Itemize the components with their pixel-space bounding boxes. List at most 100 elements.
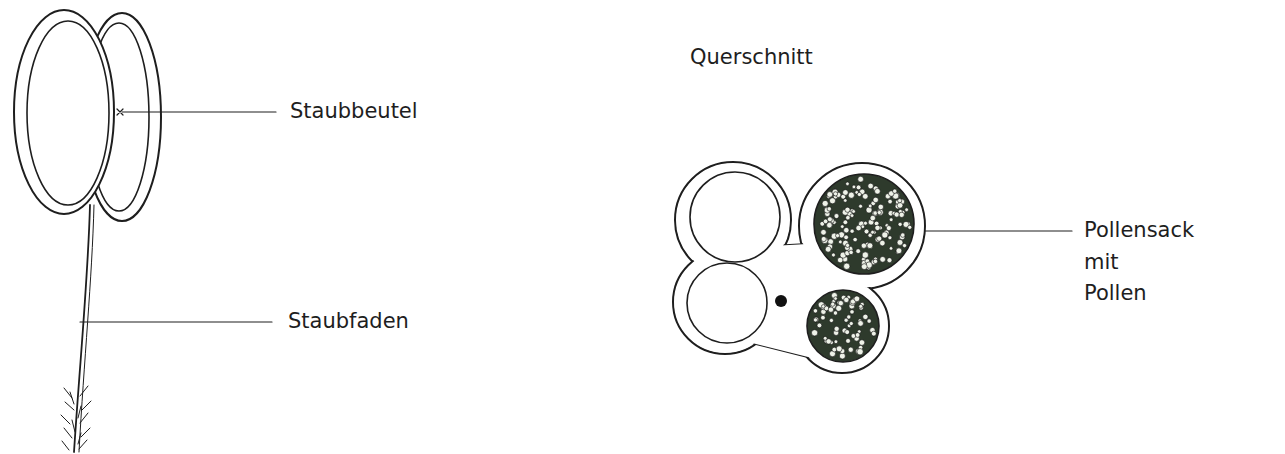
pollen-grain (823, 219, 828, 224)
pollen-grain (814, 317, 819, 322)
pollen-grain (817, 323, 822, 328)
pollen-grain (861, 243, 866, 248)
pollen-grain (852, 185, 856, 189)
pollen-grain (905, 208, 909, 212)
pollen-grain (897, 203, 903, 209)
pollen-grain (898, 222, 902, 226)
pollen-grain (862, 252, 868, 258)
pollen-grain (850, 310, 854, 314)
part-label: Staubfaden (288, 306, 409, 338)
pollen-grain (889, 247, 893, 251)
pollen-grain (888, 199, 893, 204)
pollen-grain (845, 330, 850, 335)
pollen-grain (826, 339, 831, 344)
pollen-grain (878, 204, 884, 210)
pollen-grain (902, 243, 906, 247)
pollen-grain (846, 182, 850, 186)
pollen-grain (870, 215, 876, 221)
section-title: Querschnitt (690, 42, 813, 74)
pollen-grain (855, 333, 860, 338)
pollen-grain (886, 226, 891, 231)
pollen-grain (836, 346, 842, 352)
pollen-grain (838, 300, 843, 305)
pollen-grain (871, 216, 876, 221)
pollen-grain (867, 243, 873, 249)
pollen-grain (859, 204, 863, 208)
leader-line (122, 111, 276, 112)
part-label: Staubbeutel (290, 96, 418, 128)
pollen-grain (845, 243, 849, 247)
pollen-grain (843, 220, 848, 225)
pollen-grain (821, 229, 827, 235)
pollen-grain (822, 237, 828, 243)
pollen-grain (833, 192, 837, 196)
pollen-grain (856, 225, 862, 231)
pollen-grain (862, 193, 868, 199)
pollen-grain (848, 192, 854, 198)
pollen-grain (834, 340, 838, 344)
pollen-grain (843, 190, 849, 196)
pollen-grain (882, 232, 888, 238)
pollen-grain (854, 296, 860, 302)
pollen-grain (880, 257, 886, 263)
pollen-grain (873, 197, 879, 203)
pollen-grain (834, 214, 839, 219)
pollen-grain (852, 210, 856, 214)
pollen-grain (859, 304, 863, 308)
pollen-grain (834, 326, 839, 331)
pollen-grain (856, 185, 861, 190)
pollen-grain (827, 207, 831, 211)
pollen-grain (822, 200, 828, 206)
filament-edge (79, 205, 94, 452)
pollen-grain (875, 225, 880, 230)
pollen-grain (838, 240, 842, 244)
pollen-grain (844, 227, 849, 232)
pollen-grain (836, 305, 842, 311)
pollen-grain (837, 257, 843, 263)
pollen-grain (829, 198, 835, 204)
vascular-bundle (775, 295, 787, 307)
anther-lobe-inner (27, 21, 109, 205)
pollen-grain (825, 246, 831, 252)
pollen-grain (844, 263, 850, 269)
pollen-grain (868, 183, 874, 189)
pollen-grain (873, 211, 877, 215)
pollen-grain (843, 199, 847, 203)
pollen-grain (821, 305, 825, 309)
pollen-grain (861, 264, 867, 270)
pollen-grain (818, 302, 824, 308)
pollen-grain (813, 309, 817, 313)
pollen-grain (833, 311, 837, 315)
pollen-grain (831, 253, 835, 257)
pollen-grain (848, 347, 853, 352)
pollen-grain (846, 338, 851, 343)
pollen-grain (877, 210, 881, 214)
pollen-grain (898, 199, 902, 203)
pollen-grain (863, 221, 867, 225)
pollen-grain (813, 318, 817, 322)
leader-line (80, 321, 272, 322)
pollen-grain (847, 315, 851, 319)
pollen-grain (873, 259, 877, 263)
pollen-grain (846, 215, 851, 220)
pollen-grain (894, 212, 899, 217)
pollen-grain (899, 212, 904, 217)
pollen-grain (856, 249, 861, 254)
pollen-grain (821, 236, 826, 241)
pollen-grain (858, 321, 864, 327)
pollen-grain (829, 318, 833, 322)
pollen-grain (850, 229, 854, 233)
pollen-grain (857, 192, 861, 196)
pollen-grain (858, 176, 864, 182)
part-label: Pollensack mit Pollen (1084, 215, 1194, 310)
pollen-grain (828, 307, 833, 312)
pollen-grain (853, 237, 857, 241)
pollen-grain (875, 188, 881, 194)
pollen-grain (850, 214, 854, 218)
anther-cross-section (673, 162, 925, 373)
pollen-grain (831, 302, 835, 306)
pollen-grain (871, 230, 875, 234)
pollen-grain (896, 248, 902, 254)
pollen-grain (828, 239, 834, 245)
pollen-grain (893, 189, 897, 193)
